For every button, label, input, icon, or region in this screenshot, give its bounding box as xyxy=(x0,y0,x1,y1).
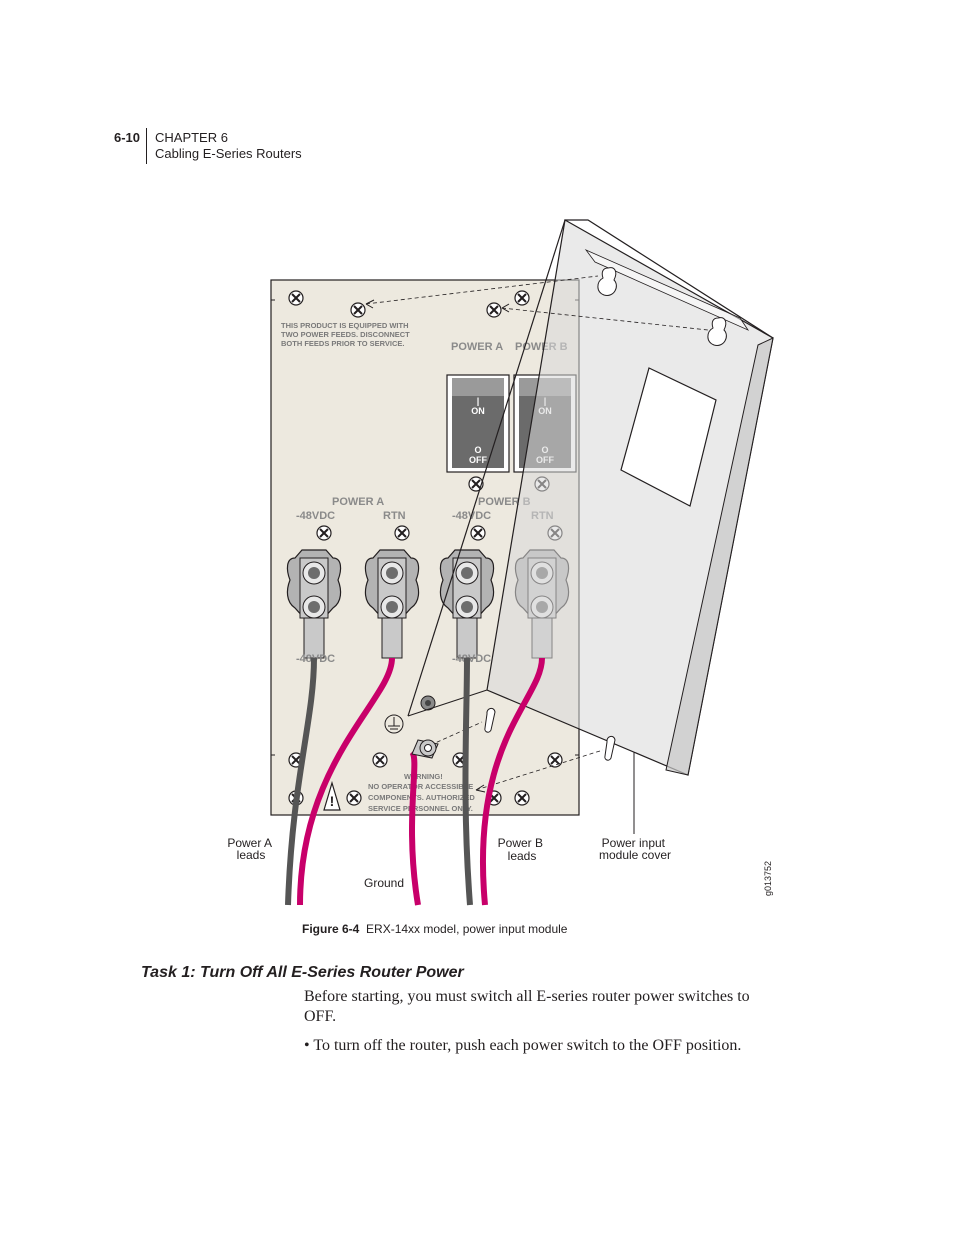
switch-a-label: POWER A xyxy=(451,341,503,353)
page-number: 6-10 xyxy=(114,130,141,145)
power-input-module-figure: THIS PRODUCT IS EQUIPPED WITH TWO POWER … xyxy=(227,219,774,906)
chapter-label: CHAPTER 6 xyxy=(155,130,228,145)
body-bullet: • To turn off the router, push each powe… xyxy=(304,1037,742,1054)
svg-text:THIS PRODUCT IS EQUIPPED WITH: THIS PRODUCT IS EQUIPPED WITH TWO POWER … xyxy=(281,321,412,348)
body-paragraph: Before starting, you must switch all E-s… xyxy=(304,988,750,1025)
svg-text:O: O xyxy=(474,445,481,455)
figure-caption-text: ERX-14xx model, power input module xyxy=(366,922,568,936)
chapter-title: Cabling E-Series Routers xyxy=(155,146,302,161)
figure-id: g013752 xyxy=(763,861,773,896)
svg-text:OFF: OFF xyxy=(469,455,487,465)
svg-text:-48VDC: -48VDC xyxy=(296,510,335,522)
callout-ground: Ground xyxy=(364,876,404,890)
figure-caption-label: Figure 6-4 xyxy=(302,922,360,936)
power-a-switch: | ON O OFF xyxy=(446,374,510,473)
chapter-header: CHAPTER 6 Cabling E-Series Routers xyxy=(155,130,302,162)
power-input-module-cover xyxy=(407,219,774,776)
callout-power-b-leads: Power B leads xyxy=(498,836,547,863)
figure-caption: Figure 6-4 ERX-14xx model, power input m… xyxy=(302,922,567,936)
header-divider xyxy=(146,128,147,164)
callout-module-cover: Power input module cover xyxy=(599,836,671,862)
svg-text:-48VDC: -48VDC xyxy=(452,653,491,665)
svg-text:!: ! xyxy=(330,793,335,809)
svg-text:ON: ON xyxy=(471,406,485,416)
svg-text:RTN: RTN xyxy=(383,510,406,522)
svg-text:WARNING! NO OPERATOR ACCES: WARNING! NO OPERATOR ACCESSIBLE COMPONEN… xyxy=(368,772,477,813)
svg-text:|: | xyxy=(477,396,480,406)
task-heading: Task 1: Turn Off All E-Series Router Pow… xyxy=(141,964,464,981)
feed-a-label: POWER A xyxy=(332,496,384,508)
callout-power-a-leads: Power A leads xyxy=(227,836,274,862)
